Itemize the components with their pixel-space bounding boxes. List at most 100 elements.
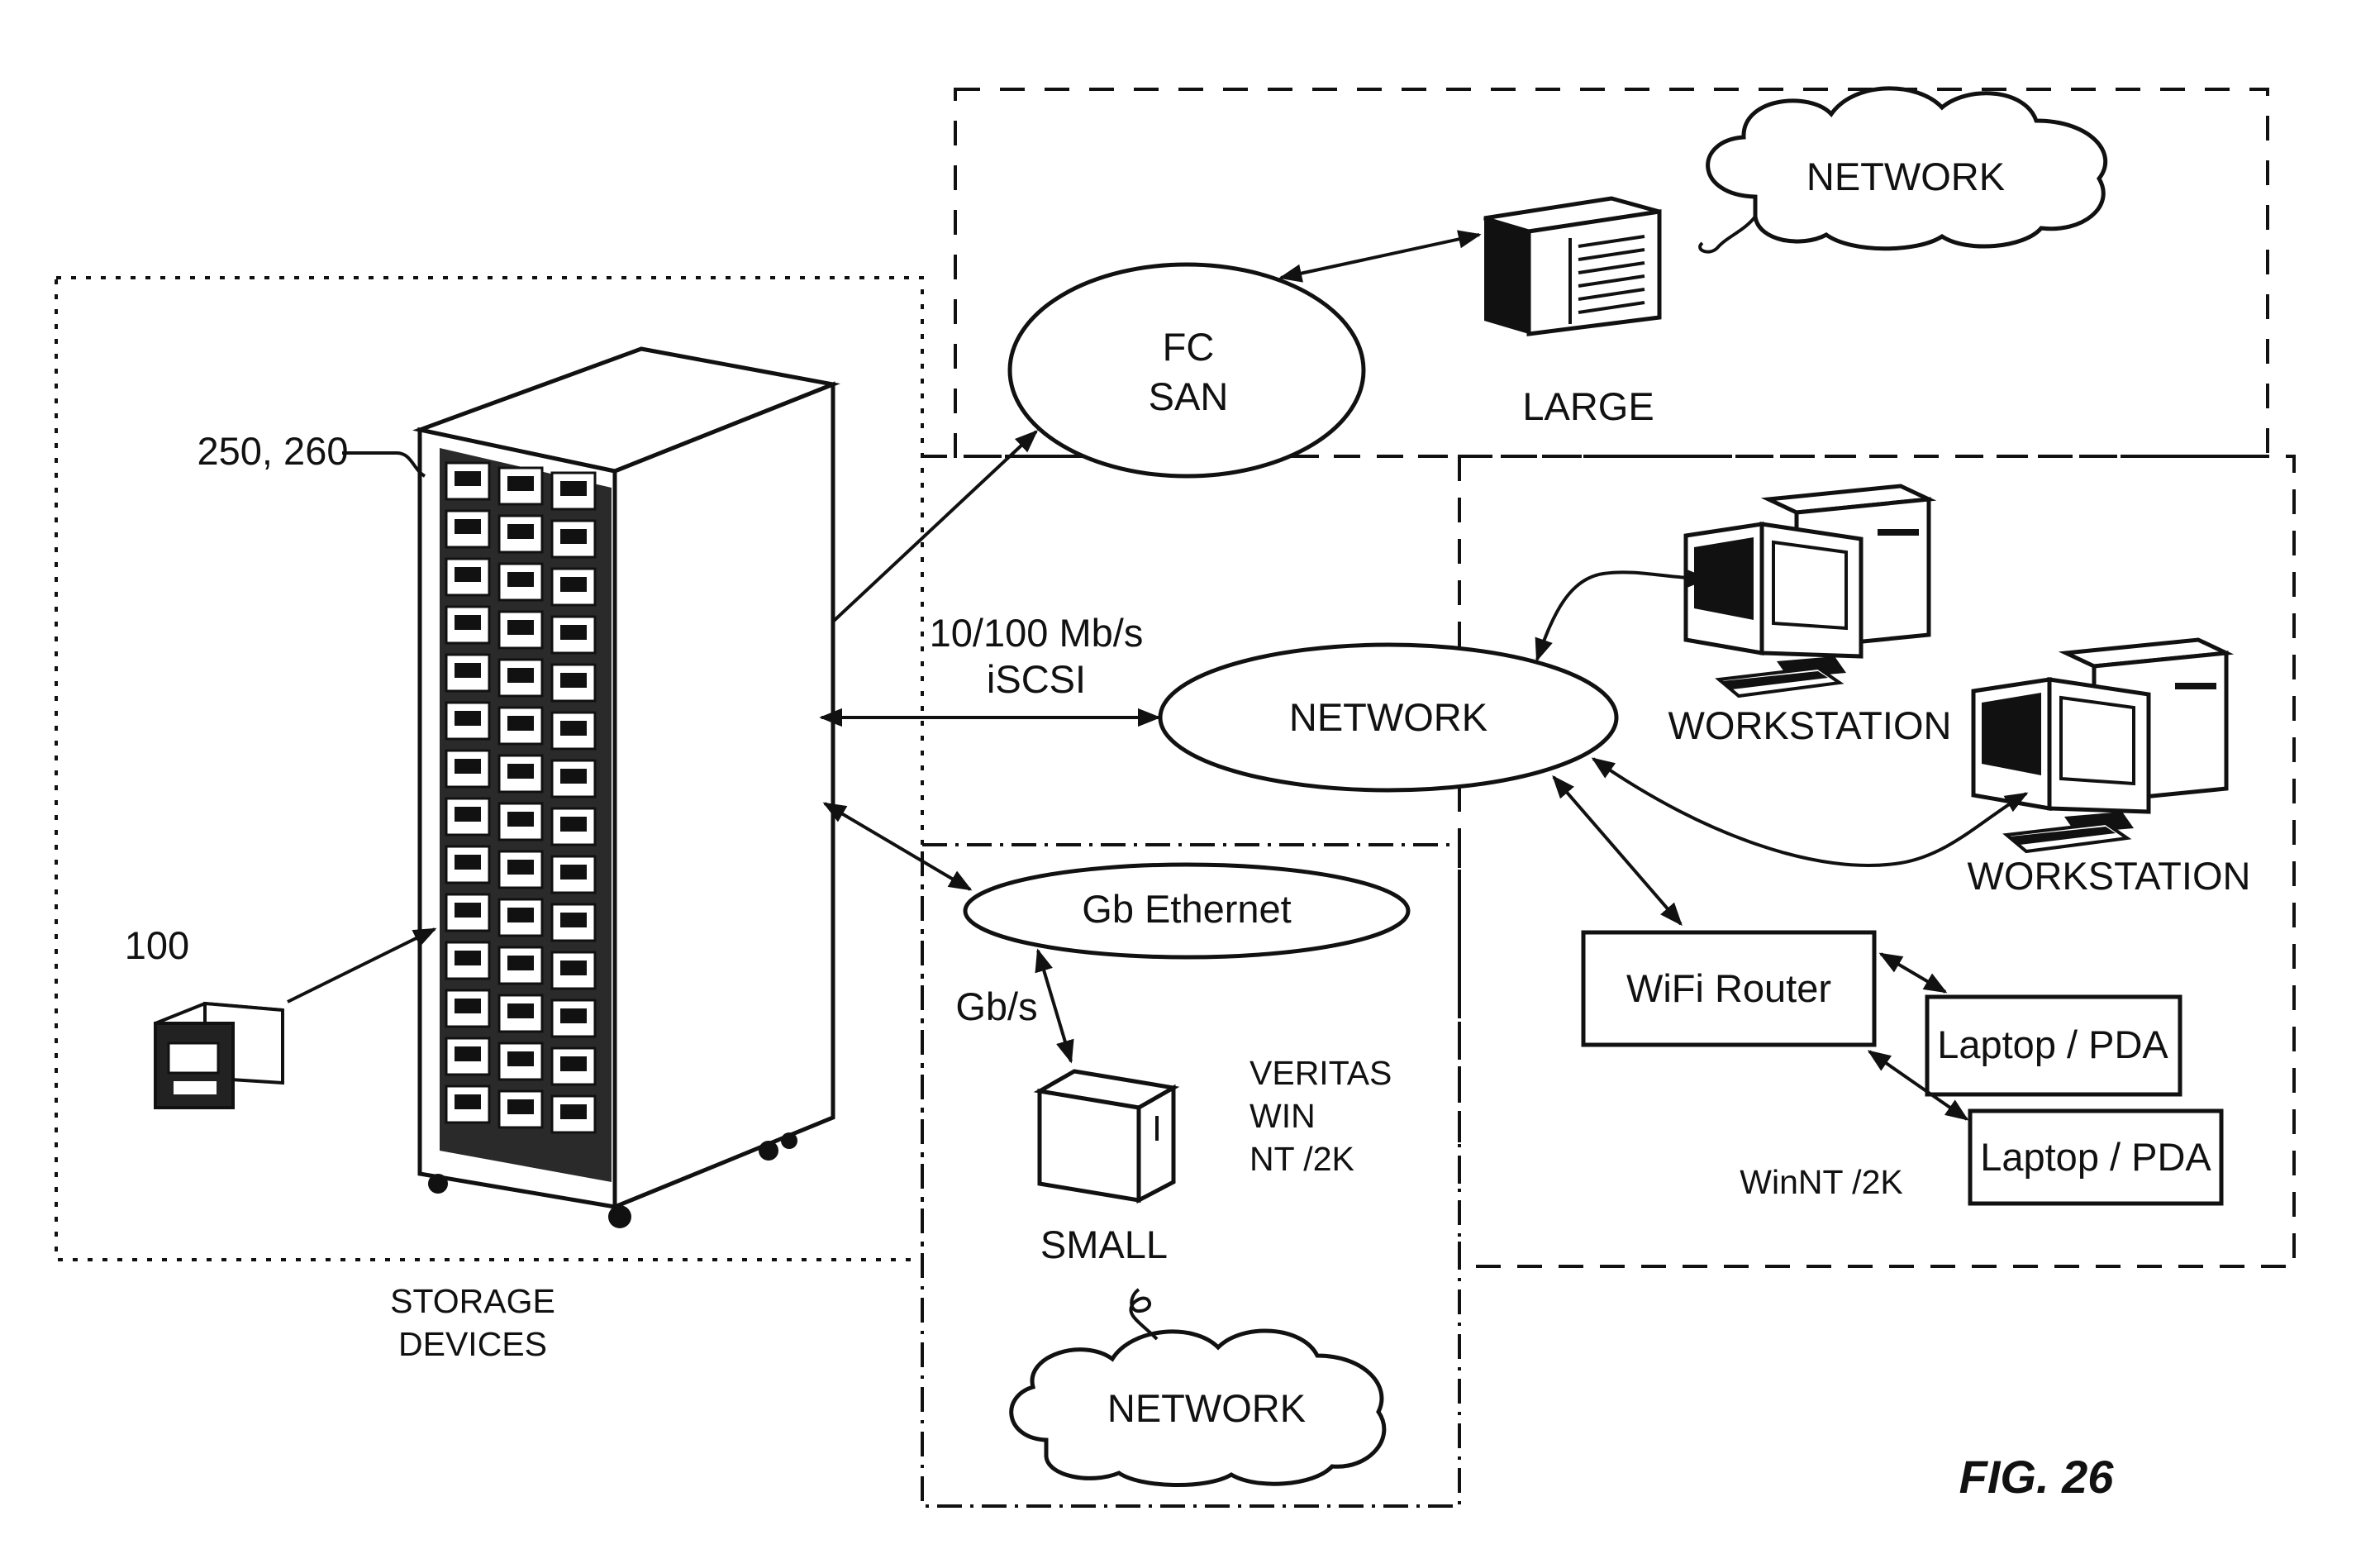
device-reference-numeral: 100 — [125, 923, 189, 967]
rack-slot-handle — [455, 855, 481, 870]
winnt-label: WinNT /2K — [1740, 1163, 1902, 1201]
rack-slot-handle — [507, 1003, 534, 1018]
rack-slot-handle — [455, 615, 481, 630]
rack-slot-handle — [560, 1008, 587, 1023]
rack-slot-handle — [560, 865, 587, 879]
workstation-icon-1 — [1683, 484, 1937, 698]
rack-slot-handle — [455, 1094, 481, 1109]
rack-slot-handle — [560, 481, 587, 496]
rack-slot-handle — [455, 999, 481, 1013]
device-to-rack-arrow — [287, 927, 437, 1003]
wifi-laptop2-arrow — [1867, 1050, 1969, 1121]
rack-ref-leader — [342, 451, 426, 478]
rack-slot-handle — [507, 524, 534, 539]
laptop-pda-box-1: Laptop / PDA — [1925, 994, 2182, 1097]
rack-slot-handle — [507, 620, 534, 635]
rack-slot-handle — [507, 812, 534, 827]
rack-slot-handle — [560, 1104, 587, 1119]
rack-slot-handle — [507, 572, 534, 587]
rack-slot-handle — [455, 759, 481, 774]
rack-slot-handle — [455, 567, 481, 582]
laptop-pda-label-1: Laptop / PDA — [1937, 1022, 2168, 1066]
laptop-pda-label-2: Laptop / PDA — [1980, 1135, 2211, 1179]
rack-slot-handle — [455, 951, 481, 965]
connectors — [287, 230, 2029, 1121]
rack-slot — [550, 951, 597, 990]
rack-slot-handle — [455, 519, 481, 534]
rack-slot-handle — [507, 668, 534, 683]
laptop-pda-box-2: Laptop / PDA — [1968, 1108, 2224, 1206]
storage-devices-label-line2: DEVICES — [398, 1325, 547, 1363]
network-workstation1-arrow — [1535, 569, 1710, 662]
rack-slot-handle — [455, 1046, 481, 1061]
rack-slot-handle — [507, 956, 534, 970]
speed-label-line2: iSCSI — [987, 657, 1086, 701]
gb-ethernet-small-arrow — [1035, 948, 1074, 1064]
rack-slot-handle — [560, 1056, 587, 1071]
rack-slot-handle — [560, 721, 587, 736]
rack-slot-handle — [507, 1051, 534, 1066]
small-server-icon — [1033, 1069, 1180, 1204]
network-workstation2-arrow — [1591, 757, 2029, 867]
rack-slot — [445, 1037, 491, 1076]
rack-gb-ethernet-arrow — [822, 802, 973, 891]
network-cloud-bottom-label: NETWORK — [1107, 1386, 1306, 1430]
center-region-boundary — [922, 455, 1461, 1266]
veritas-label-line3: NT /2K — [1250, 1140, 1354, 1178]
rack-slot-handle — [560, 913, 587, 927]
gbs-label: Gb/s — [955, 984, 1037, 1028]
large-label: LARGE — [1522, 384, 1654, 428]
rack-slot-handle — [507, 860, 534, 875]
storage-region-boundary — [55, 276, 924, 1261]
storage-rack-icon — [412, 346, 840, 1228]
rack-slot — [497, 802, 544, 841]
rack-slot-handle — [560, 577, 587, 592]
gb-ethernet-node: Gb Ethernet — [963, 862, 1411, 960]
rack-slot-handle — [560, 769, 587, 784]
rack-slot-handle — [507, 716, 534, 731]
rack-reference-numeral: 250, 260 — [198, 429, 349, 473]
fc-san-label-line2: SAN — [1149, 374, 1229, 418]
large-region-boundary — [954, 88, 2269, 458]
rack-slot-handle — [455, 663, 481, 678]
rack-slot — [550, 903, 597, 942]
network-cloud-top-label: NETWORK — [1806, 155, 2005, 198]
workstation-label-1: WORKSTATION — [1668, 703, 1952, 747]
rack-slot-handle — [560, 817, 587, 832]
wifi-router-label: WiFi Router — [1626, 966, 1831, 1010]
speed-label-line1: 10/100 Mb/s — [930, 611, 1144, 655]
network-cloud-bottom: NETWORK — [1009, 1288, 1387, 1488]
veritas-label-line1: VERITAS — [1250, 1054, 1392, 1092]
rack-slot-handle — [560, 625, 587, 640]
rack-slot-handle — [455, 471, 481, 486]
rack-slot-handle — [455, 903, 481, 918]
veritas-label-line2: WIN — [1250, 1097, 1316, 1135]
small-region-boundary — [921, 843, 1461, 1508]
rack-slot-handle — [507, 908, 534, 922]
rack-slot — [445, 461, 491, 501]
figure-label: FIG. 26 — [1959, 1451, 2115, 1503]
rack-slot-grid — [445, 461, 597, 1134]
workstation-label-2: WORKSTATION — [1968, 854, 2251, 898]
rack-slot-handle — [455, 711, 481, 726]
wifi-router-box: WiFi Router — [1581, 930, 1877, 1047]
rack-slot — [497, 706, 544, 746]
rack-slot — [445, 845, 491, 884]
rack-slot-handle — [507, 1099, 534, 1114]
gb-ethernet-label: Gb Ethernet — [1082, 887, 1291, 931]
fc-san-node: FC SAN — [1007, 262, 1366, 479]
small-label: SMALL — [1040, 1223, 1168, 1266]
network-main-label: NETWORK — [1289, 695, 1488, 739]
rack-slot-handle — [507, 764, 534, 779]
network-cloud-top: NETWORK — [1698, 86, 2108, 254]
fc-san-label-line1: FC — [1163, 325, 1215, 369]
wifi-laptop1-arrow — [1878, 952, 1948, 994]
network-main-node: NETWORK — [1158, 642, 1619, 793]
workstation-icon-2 — [1971, 637, 2235, 854]
rack-slot-handle — [455, 807, 481, 822]
large-server-icon — [1483, 196, 1662, 336]
rack-slot-handle — [560, 961, 587, 975]
storage-device-icon — [154, 1001, 284, 1109]
rack-slot-handle — [560, 529, 587, 544]
